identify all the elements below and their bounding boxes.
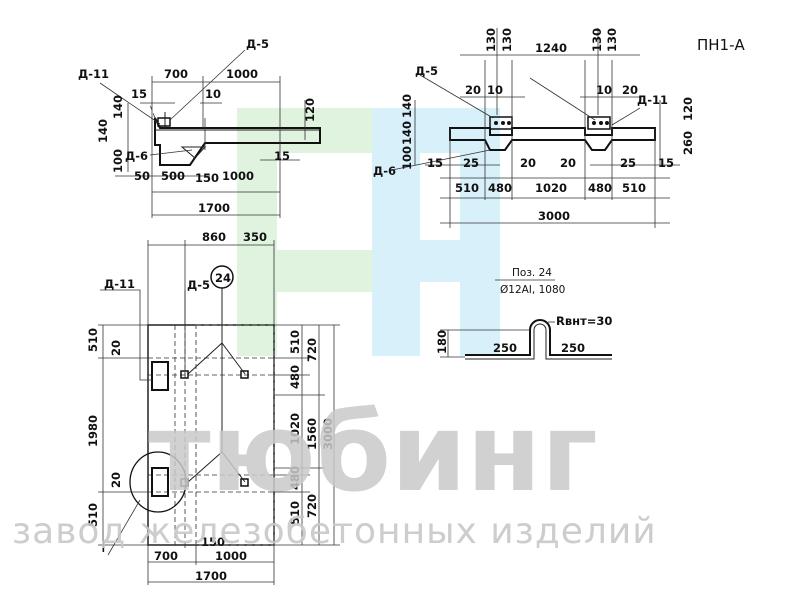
front-dim-15-b: 15 — [658, 156, 674, 170]
side-detail-label-d6: Д-6 — [125, 149, 148, 163]
section-mark-I: I — [101, 537, 106, 556]
front-dim-260: 260 — [681, 131, 695, 155]
front-dim-15-a: 15 — [427, 156, 443, 170]
side-dim-10: 10 — [205, 87, 221, 101]
front-dim-130-2: 130 — [500, 28, 514, 52]
plan-dim-right-480-a: 480 — [288, 365, 302, 389]
front-dim-20-d: 20 — [560, 156, 576, 170]
side-detail-label-d11: Д-11 — [78, 67, 109, 81]
watermark-main: тюбинг — [148, 391, 598, 516]
side-dim-150: 150 — [195, 171, 219, 185]
position-marker-24: 24 — [215, 271, 231, 285]
plan-dim-right-720-b: 720 — [305, 494, 319, 518]
watermark-logo — [237, 108, 500, 356]
front-dim-3000: 3000 — [538, 209, 570, 223]
side-dim-700: 700 — [164, 67, 188, 81]
side-dim-1000-bottom: 1000 — [222, 169, 254, 183]
loop-left-length: 250 — [493, 341, 517, 355]
front-dim-25-a: 25 — [463, 156, 479, 170]
front-dim-130-3: 130 — [590, 28, 604, 52]
front-dim-130-4: 130 — [605, 28, 619, 52]
loop-right-length: 250 — [561, 341, 585, 355]
front-dim-100: 100 — [400, 146, 414, 170]
plan-detail-label-d5: Д-5 — [187, 278, 210, 292]
front-dim-20-c: 20 — [520, 156, 536, 170]
side-dim-140-b: 140 — [96, 119, 110, 143]
plan-dim-right-1020: 1020 — [288, 413, 302, 445]
plan-dim-150: 150 — [201, 535, 225, 549]
front-dim-1020: 1020 — [535, 181, 567, 195]
loop-detail — [440, 279, 612, 360]
plan-dim-right-720-a: 720 — [305, 338, 319, 362]
loop-height: 180 — [435, 330, 449, 354]
plan-dim-right-480-b: 480 — [288, 466, 302, 490]
plan-dim-860: 860 — [202, 230, 226, 244]
plan-dim-right-3000: 3000 — [321, 418, 335, 450]
front-dim-20-b: 20 — [622, 83, 638, 97]
front-dim-480-a: 480 — [488, 181, 512, 195]
side-dim-1000-top: 1000 — [226, 67, 258, 81]
plan-dim-700: 700 — [154, 549, 178, 563]
side-dim-100: 100 — [111, 149, 125, 173]
plan-dim-left-20-a: 20 — [109, 340, 123, 356]
front-dim-10-a: 10 — [487, 83, 503, 97]
plan-dim-350: 350 — [243, 230, 267, 244]
front-detail-label-d11: Д-11 — [637, 93, 668, 107]
front-dim-480-b: 480 — [588, 181, 612, 195]
side-dim-140-a: 140 — [111, 95, 125, 119]
drawing-title: ПН1-А — [697, 36, 746, 54]
plan-dim-left-20-b: 20 — [109, 472, 123, 488]
front-dim-130-1: 130 — [484, 28, 498, 52]
side-view — [99, 49, 321, 218]
plan-view — [98, 240, 340, 585]
side-dim-120: 120 — [303, 98, 317, 122]
plan-dim-1000: 1000 — [215, 549, 247, 563]
plan-dim-right-510-b: 510 — [288, 501, 302, 525]
front-dim-10-b: 10 — [596, 83, 612, 97]
loop-radius: Rвнт=30 — [556, 314, 612, 328]
plan-dim-right-1560: 1560 — [305, 418, 319, 450]
front-dim-140-b: 140 — [400, 121, 414, 145]
front-view — [391, 28, 680, 228]
front-dim-1240: 1240 — [535, 41, 567, 55]
front-detail-label-d6: Д-6 — [373, 164, 396, 178]
loop-spec: Ø12AI, 1080 — [500, 284, 565, 296]
side-dim-15-top: 15 — [131, 87, 147, 101]
front-dim-510-b: 510 — [622, 181, 646, 195]
plan-dim-left-1980: 1980 — [86, 415, 100, 447]
side-detail-label-d5: Д-5 — [246, 37, 269, 51]
plan-dim-1700: 1700 — [195, 569, 227, 583]
side-dim-1700: 1700 — [198, 201, 230, 215]
front-dim-20-a: 20 — [465, 83, 481, 97]
plan-dim-left-510-b: 510 — [86, 503, 100, 527]
front-dim-140-a: 140 — [400, 94, 414, 118]
front-detail-label-d5: Д-5 — [415, 64, 438, 78]
loop-position-label: Поз. 24 — [512, 267, 552, 279]
plan-detail-label-d11: Д-11 — [104, 277, 135, 291]
front-dim-120: 120 — [681, 97, 695, 121]
position-marker-circle — [210, 265, 234, 289]
front-dim-25-b: 25 — [620, 156, 636, 170]
side-dim-500: 500 — [161, 169, 185, 183]
plan-dim-right-510-a: 510 — [288, 330, 302, 354]
plan-dim-left-510-a: 510 — [86, 328, 100, 352]
side-dim-50: 50 — [134, 169, 150, 183]
front-dim-510-a: 510 — [455, 181, 479, 195]
side-dim-15-right: 15 — [274, 149, 290, 163]
watermark-sub: завод железобетонных изделий — [12, 511, 657, 552]
